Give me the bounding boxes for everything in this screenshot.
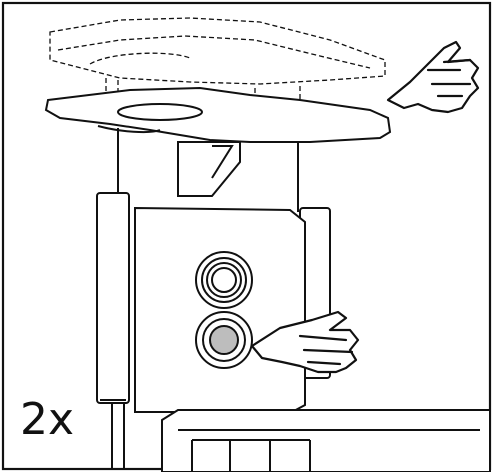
top-cover-plate	[44, 86, 392, 143]
main-panel	[134, 206, 306, 413]
push-button	[195, 311, 253, 369]
pointing-hand-top-icon	[386, 40, 480, 114]
repeat-count-label: 2x	[20, 394, 75, 445]
threaded-port	[195, 251, 253, 309]
pointing-hand-button-icon	[250, 310, 360, 374]
left-bracket	[96, 192, 130, 470]
bottom-base	[161, 409, 491, 473]
support-column	[117, 128, 299, 212]
